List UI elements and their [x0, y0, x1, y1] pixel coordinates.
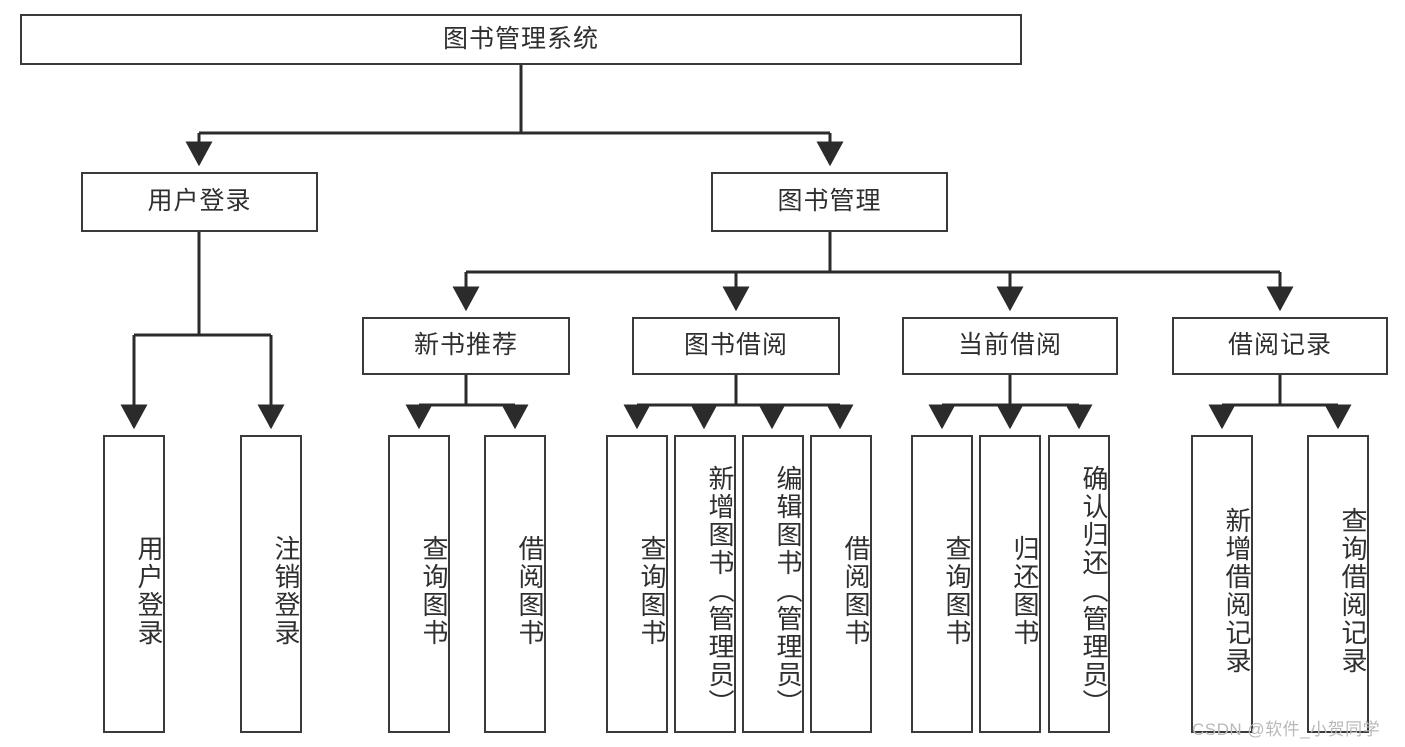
node-leaf-user-login[interactable]: 用户登录 — [103, 435, 165, 733]
node-leaf-query-record-label: 查询借阅记录 — [1338, 507, 1368, 675]
node-leaf-borrow-book-2[interactable]: 借阅图书 — [810, 435, 872, 733]
node-leaf-confirm-return[interactable]: 确认归还（管理员） — [1048, 435, 1110, 733]
node-leaf-borrow-book-1[interactable]: 借阅图书 — [484, 435, 546, 733]
node-current-borrow[interactable]: 当前借阅 — [902, 317, 1118, 375]
node-user-login[interactable]: 用户登录 — [81, 172, 318, 232]
node-new-book-recommend[interactable]: 新书推荐 — [362, 317, 570, 375]
node-root-label: 图书管理系统 — [442, 24, 599, 53]
node-leaf-return-book[interactable]: 归还图书 — [979, 435, 1041, 733]
node-leaf-logout-login-label: 注销登录 — [271, 535, 301, 647]
node-new-book-recommend-label: 新书推荐 — [413, 331, 518, 360]
node-leaf-query-book-2-label: 查询图书 — [637, 535, 667, 647]
node-leaf-query-record[interactable]: 查询借阅记录 — [1307, 435, 1369, 733]
node-leaf-query-book-1[interactable]: 查询图书 — [388, 435, 450, 733]
node-borrow-record[interactable]: 借阅记录 — [1172, 317, 1388, 375]
node-leaf-borrow-book-2-label: 借阅图书 — [841, 535, 871, 647]
node-leaf-add-book-label: 新增图书（管理员） — [705, 465, 735, 717]
node-leaf-add-record-label: 新增借阅记录 — [1222, 507, 1252, 675]
node-book-manage[interactable]: 图书管理 — [711, 172, 948, 232]
watermark-text: CSDN @软件_小贺同学 — [1192, 720, 1381, 739]
node-leaf-confirm-return-label: 确认归还（管理员） — [1079, 465, 1109, 717]
node-leaf-query-book-3-label: 查询图书 — [942, 535, 972, 647]
node-leaf-query-book-3[interactable]: 查询图书 — [911, 435, 973, 733]
node-leaf-query-book-2[interactable]: 查询图书 — [606, 435, 668, 733]
node-leaf-borrow-book-1-label: 借阅图书 — [515, 535, 545, 647]
node-leaf-logout-login[interactable]: 注销登录 — [240, 435, 302, 733]
node-user-login-label: 用户登录 — [147, 187, 252, 216]
node-book-borrow-label: 图书借阅 — [683, 331, 788, 360]
node-leaf-edit-book[interactable]: 编辑图书（管理员） — [742, 435, 804, 733]
node-leaf-user-login-label: 用户登录 — [134, 535, 164, 647]
node-leaf-return-book-label: 归还图书 — [1010, 535, 1040, 647]
node-root[interactable]: 图书管理系统 — [20, 14, 1022, 65]
node-book-manage-label: 图书管理 — [777, 187, 882, 216]
node-book-borrow[interactable]: 图书借阅 — [632, 317, 840, 375]
node-borrow-record-label: 借阅记录 — [1227, 331, 1332, 360]
node-current-borrow-label: 当前借阅 — [957, 331, 1062, 360]
node-leaf-add-record[interactable]: 新增借阅记录 — [1191, 435, 1253, 733]
node-leaf-query-book-1-label: 查询图书 — [419, 535, 449, 647]
node-leaf-add-book[interactable]: 新增图书（管理员） — [674, 435, 736, 733]
node-leaf-edit-book-label: 编辑图书（管理员） — [773, 465, 803, 717]
